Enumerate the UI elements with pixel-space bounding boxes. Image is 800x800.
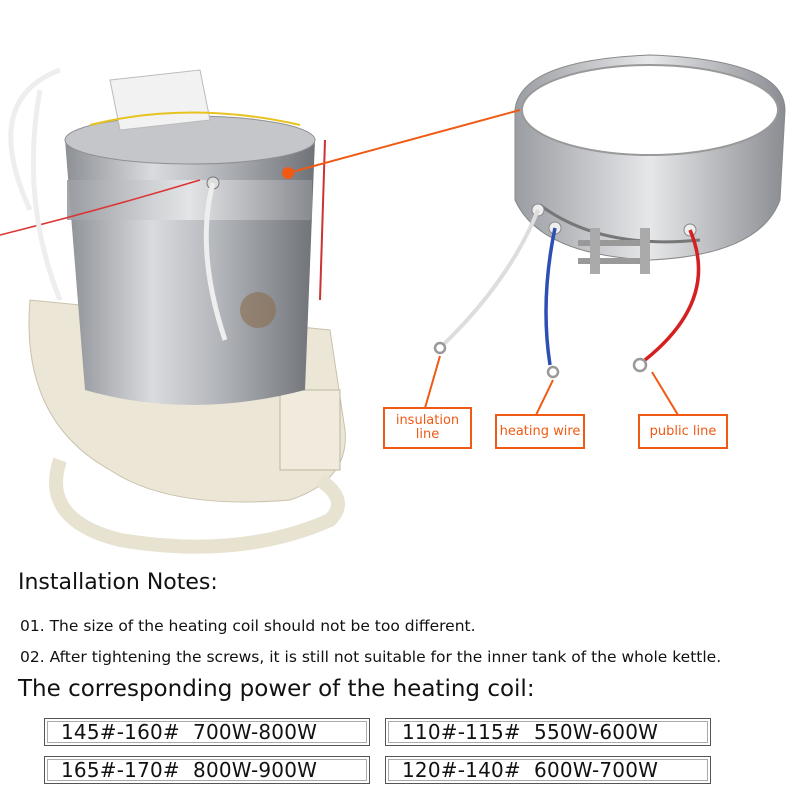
installation-notes-title: Installation Notes:	[18, 570, 218, 595]
callout-dot	[282, 167, 294, 179]
insulation-line-wire	[441, 209, 540, 347]
heating-coil-image	[433, 54, 786, 379]
product-illustration	[0, 54, 786, 554]
heating-wire-label: heating wire	[495, 414, 585, 449]
coil-size: 110#-115#	[402, 720, 521, 744]
callout-lines	[287, 109, 679, 416]
coil-power: 600W-700W	[534, 758, 659, 782]
public-line-wire	[643, 229, 701, 362]
power-row: 120#-140# 600W-700W	[385, 756, 711, 784]
note-1: 01. The size of the heating coil should …	[20, 617, 476, 635]
coil-size: 145#-160#	[61, 720, 180, 744]
coil-power: 550W-600W	[534, 720, 659, 744]
note-2: 02. After tightening the screws, it is s…	[20, 648, 722, 666]
coil-power: 800W-900W	[193, 758, 318, 782]
inner-tank-image	[0, 67, 326, 405]
public-line-label: public line	[638, 414, 728, 449]
power-row: 165#-170# 800W-900W	[44, 756, 370, 784]
insulation-line-label: insulation line	[383, 407, 472, 449]
power-row: 110#-115# 550W-600W	[385, 718, 711, 746]
coil-size: 120#-140#	[402, 758, 521, 782]
heating-wire	[544, 227, 557, 366]
power-row: 145#-160# 700W-800W	[44, 718, 370, 746]
coil-power: 700W-800W	[193, 720, 318, 744]
coil-size: 165#-170#	[61, 758, 180, 782]
power-table-title: The corresponding power of the heating c…	[18, 676, 535, 702]
